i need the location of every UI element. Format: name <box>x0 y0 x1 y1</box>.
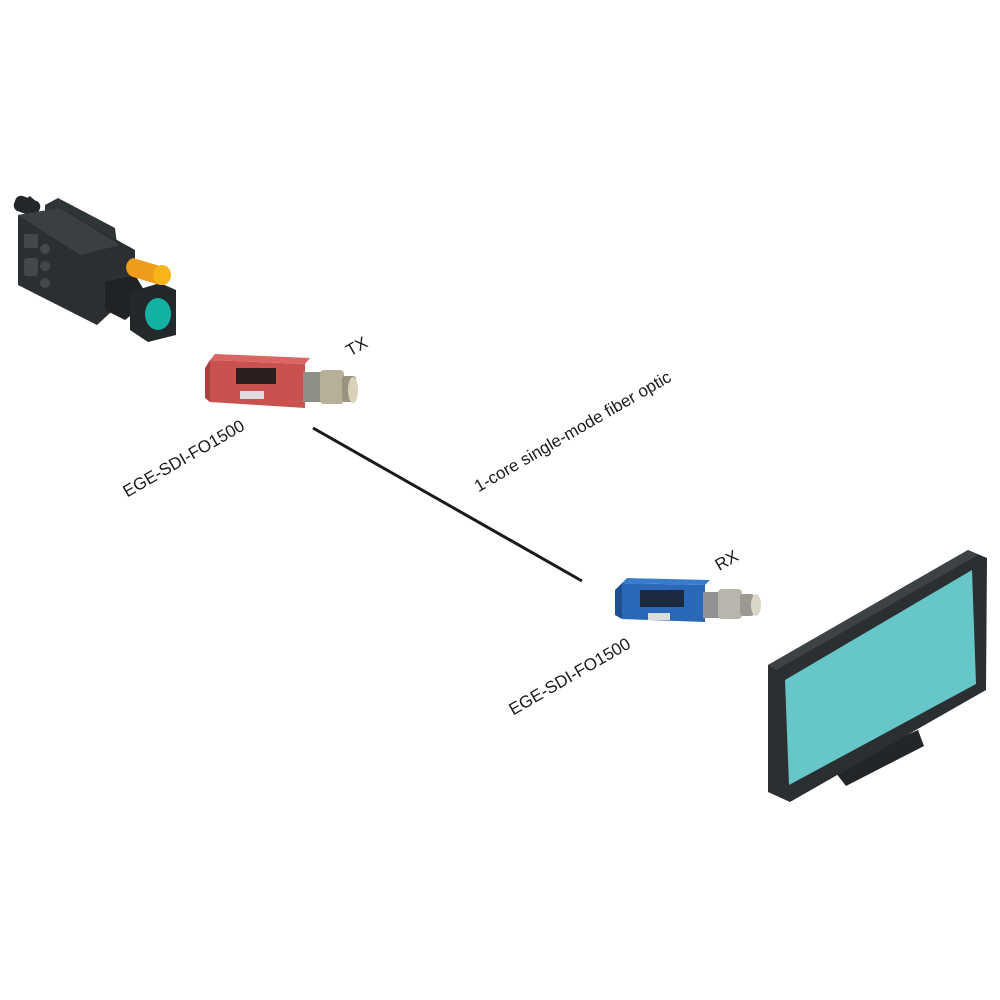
video-camera-icon <box>13 195 176 342</box>
monitor-display-icon <box>768 550 987 802</box>
rx-receiver-device <box>615 578 761 622</box>
tx-transmitter-device <box>205 354 358 408</box>
fiber-optic-cable <box>312 426 583 583</box>
